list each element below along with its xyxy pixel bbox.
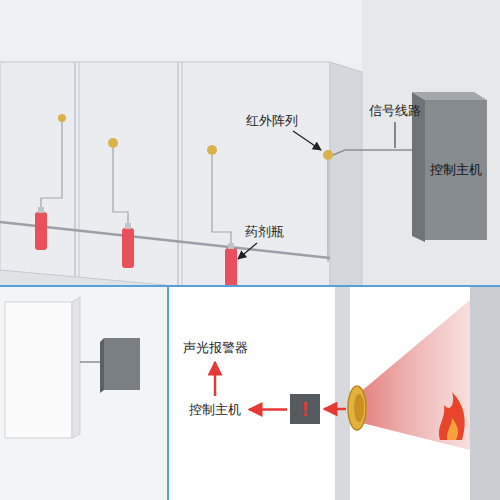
infrared-sensor [108,138,118,148]
door-gap [182,62,183,286]
door-gap [74,62,76,277]
infrared-beam [358,300,470,450]
signal-arrow [249,408,287,411]
cabinet-side [330,62,362,300]
host-side [100,338,104,393]
part-label: 药剂瓶 [245,224,284,240]
host-top [412,92,487,100]
signal-line [80,361,100,363]
control-host-label-node: 控制主机 [184,399,246,421]
node-text: 控制主机 [189,402,241,418]
agent-bottle [122,228,134,268]
control-host-box [104,338,140,390]
node-text: ! [302,397,309,421]
bottle-valve [38,207,44,213]
bottle-valve [228,243,234,249]
panel-border [0,285,500,287]
wall-section [470,287,500,500]
bottle-valve [125,223,131,229]
part-label: 红外阵列 [246,113,298,129]
leader-arrow [238,243,257,259]
leader-arrow [293,131,321,150]
part-label: 信号线路 [369,103,421,119]
door-gap [79,62,80,277]
panel-background [169,287,500,500]
cabinet-front [5,302,72,438]
sensor-tube [113,148,128,226]
alarm-label-node: 声光报警器 [178,337,253,359]
infrared-sensor [58,114,66,122]
cabinet-front [0,62,330,300]
agent-bottle [35,212,47,250]
sensor-tube [212,155,231,246]
signal-line [333,150,425,155]
detector-lens [354,394,364,422]
infrared-sensor [323,150,333,160]
wall [362,0,500,286]
wall-section [335,287,350,500]
door-gap [177,62,179,286]
node-text: 声光报警器 [183,340,248,356]
sensor-tube [41,120,62,210]
fire [439,392,465,440]
node-text: 控制主机 [430,162,482,178]
signal-arrow [324,408,346,411]
agent-bottle [225,248,237,290]
signal-arrow [214,362,217,396]
panel-background [0,287,167,500]
panel-border [167,286,169,500]
sensor-tube [327,160,328,262]
pipe [0,222,330,258]
infrared-detector [348,386,366,430]
cabinet-side [72,297,80,438]
control-host: 控制主机 [425,100,487,240]
infrared-sensor [207,145,217,155]
alarm-signal-box: ! [290,394,320,424]
fire [447,418,458,440]
leader-line [394,122,395,148]
